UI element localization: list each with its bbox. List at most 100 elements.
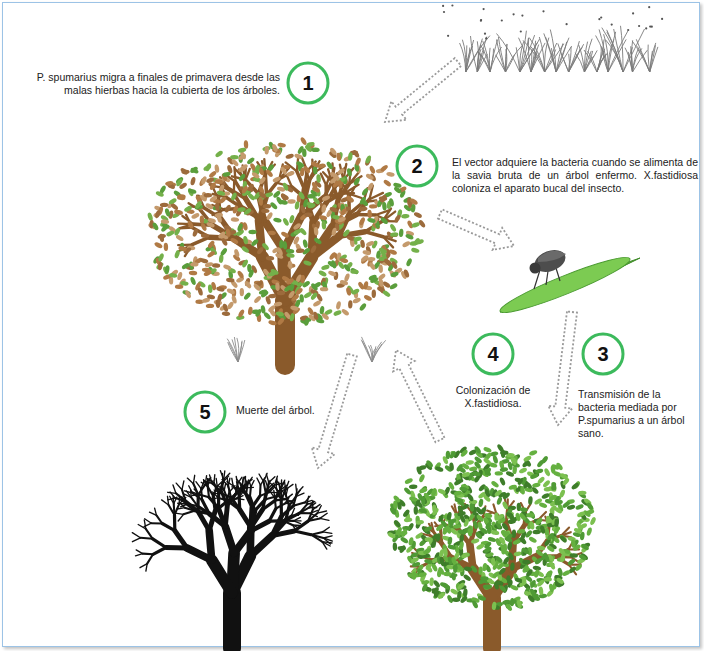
- leaf: [431, 507, 440, 516]
- leaf: [459, 595, 468, 604]
- leaf: [268, 320, 277, 326]
- leaf: [496, 443, 504, 452]
- leaf: [368, 261, 376, 270]
- leaf: [566, 504, 575, 510]
- flying-insect: [598, 18, 600, 20]
- leaf: [280, 231, 289, 239]
- grass-blade: [602, 28, 623, 72]
- leaf: [418, 572, 427, 578]
- leaf: [178, 246, 187, 252]
- leaf: [332, 180, 341, 189]
- tree-branch: [151, 522, 162, 524]
- leaf: [546, 532, 555, 541]
- grass-blade: [489, 48, 491, 72]
- tree-branch: [213, 496, 215, 511]
- flying-insect: [600, 16, 602, 18]
- leaf: [169, 273, 178, 279]
- leaf: [550, 517, 558, 526]
- leaf: [580, 543, 589, 551]
- leaf: [445, 525, 452, 534]
- leaf: [476, 543, 485, 551]
- leaf: [272, 190, 281, 199]
- leaf: [181, 262, 190, 270]
- leaf: [365, 173, 374, 181]
- grass-blade: [631, 46, 633, 72]
- leaf: [221, 237, 229, 246]
- step-circle: 3: [581, 332, 625, 376]
- leaf: [391, 260, 399, 269]
- leaf: [465, 460, 474, 466]
- leaf: [162, 266, 169, 275]
- leaf: [447, 536, 453, 545]
- leaf: [502, 599, 511, 605]
- leaf: [523, 455, 532, 463]
- tree-branch: [157, 515, 163, 523]
- leaf: [300, 275, 305, 284]
- tree-branch: [173, 485, 176, 493]
- tree-branch: [294, 521, 301, 524]
- tree-branch: [145, 519, 152, 523]
- grass-blade: [531, 49, 532, 72]
- grass-blade: [519, 38, 531, 72]
- leaf: [484, 488, 491, 497]
- leaf: [230, 158, 239, 167]
- leaf: [473, 445, 481, 454]
- cycle-arrows: [312, 58, 577, 468]
- leaf: [263, 311, 272, 320]
- leaf: [571, 539, 577, 548]
- tree-branch: [212, 560, 232, 593]
- leaf: [201, 233, 210, 238]
- leaf: [359, 206, 368, 212]
- grass-blade: [558, 43, 569, 72]
- leaf: [216, 190, 225, 197]
- grass-blade: [520, 35, 535, 72]
- leaf: [247, 306, 253, 315]
- tree-branch: [266, 488, 268, 499]
- leaf: [559, 472, 568, 480]
- leaf: [282, 241, 287, 250]
- tree-branch: [251, 511, 255, 531]
- leaf: [279, 166, 287, 175]
- leaf: [241, 259, 249, 268]
- tree-branch: [153, 539, 166, 548]
- leaf: [206, 250, 215, 258]
- leaf: [534, 468, 543, 475]
- leaf: [286, 170, 295, 177]
- leaf: [190, 176, 196, 185]
- grass-blade: [229, 342, 238, 362]
- leaf: [359, 302, 368, 311]
- leaf: [393, 520, 402, 529]
- tree-branch: [162, 500, 169, 505]
- leaf: [316, 174, 321, 183]
- leaf: [578, 491, 587, 500]
- tree-branch: [196, 482, 201, 489]
- leaf: [251, 171, 260, 179]
- leaf: [282, 182, 289, 191]
- leaf: [346, 168, 352, 177]
- leaf: [320, 287, 329, 292]
- leaf: [390, 271, 399, 278]
- leaf: [357, 281, 365, 290]
- leaf: [187, 220, 195, 229]
- leaf: [408, 537, 414, 546]
- leaf: [491, 530, 500, 536]
- leaf: [571, 482, 580, 491]
- tree-branch: [178, 514, 183, 521]
- leaf: [388, 198, 394, 207]
- leaf: [514, 477, 523, 484]
- grass-blade: [603, 48, 608, 72]
- leaf: [575, 521, 583, 530]
- leaf: [362, 250, 371, 256]
- leaf: [543, 553, 550, 562]
- leaf: [458, 541, 464, 550]
- leaf: [397, 546, 406, 551]
- tree-branch: [216, 479, 217, 487]
- step-circle: 1: [286, 61, 330, 105]
- leaf: [222, 311, 231, 316]
- leaf: [369, 276, 378, 284]
- leaf: [494, 489, 503, 498]
- leaf: [168, 197, 177, 205]
- tree-branch: [259, 485, 262, 496]
- leaf: [424, 537, 433, 542]
- leaf: [190, 276, 197, 285]
